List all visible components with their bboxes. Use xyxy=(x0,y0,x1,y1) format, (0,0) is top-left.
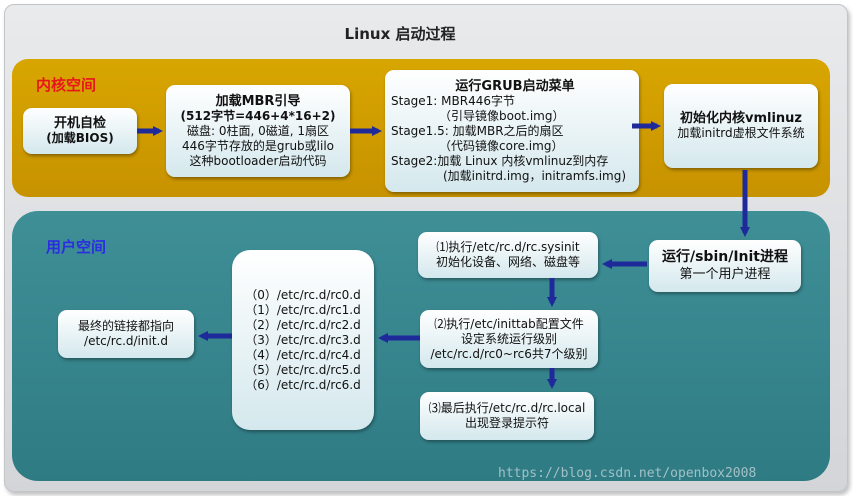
inittab-runlevel: 设定系统运行级别 xyxy=(460,331,557,346)
kernel-space-label: 内核空间 xyxy=(36,76,97,94)
inittab-title: ⑵执行/etc/inittab配置文件 xyxy=(434,316,584,331)
diagram-title: Linux 启动过程 xyxy=(344,25,456,43)
grub-stage1-image: （引导镜像boot.img） xyxy=(439,108,565,123)
sbin-init-title: 运行/sbin/Init进程 xyxy=(661,249,788,265)
grub-box: 运行GRUB启动菜单 Stage1: MBR446字节 （引导镜像boot.im… xyxy=(385,70,639,192)
runlevel-item: （6）/etc/rc.d/rc6.d xyxy=(245,377,361,392)
init-kernel-title: 初始化内核vmlinuz xyxy=(679,111,802,126)
runlevel-item: （1）/etc/rc.d/rc1.d xyxy=(245,302,361,317)
sysinit-box: ⑴执行/etc/rc.d/rc.sysinit 初始化设备、网络、磁盘等 xyxy=(418,232,598,278)
runlevels-box: （0）/etc/rc.d/rc0.d （1）/etc/rc.d/rc1.d （2… xyxy=(232,250,374,430)
runlevel-item: （2）/etc/rc.d/rc2.d xyxy=(245,317,361,332)
init-kernel-desc: 加载initrd虚根文件系统 xyxy=(677,126,805,140)
final-link-box: 最终的链接都指向 /etc/rc.d/init.d xyxy=(58,310,194,358)
runlevel-item: （3）/etc/rc.d/rc3.d xyxy=(245,332,361,347)
rclocal-title: ⑶最后执行/etc/rc.d/rc.local xyxy=(428,401,586,415)
sbin-init-desc: 第一个用户进程 xyxy=(679,267,771,282)
mbr-content: 446字节存放的是grub或lilo xyxy=(181,138,335,153)
mbr-box: 加载MBR引导 (512字节=446+4*16+2) 磁盘: 0柱面, 0磁道,… xyxy=(166,85,350,177)
watermark: https://blog.csdn.net/openbox2008 xyxy=(498,466,757,481)
init-kernel-box: 初始化内核vmlinuz 加载initrd虚根文件系统 xyxy=(664,84,818,168)
final-link-path: /etc/rc.d/init.d xyxy=(84,334,168,348)
post-box: 开机自检 (加载BIOS) xyxy=(23,108,137,154)
rclocal-desc: 出现登录提示符 xyxy=(464,416,549,430)
inittab-levels: /etc/rc.d/rc0~rc6共7个级别 xyxy=(430,346,588,361)
runlevel-item: （5）/etc/rc.d/rc5.d xyxy=(245,362,361,377)
inittab-box: ⑵执行/etc/inittab配置文件 设定系统运行级别 /etc/rc.d/r… xyxy=(420,310,598,368)
mbr-bootloader: 这种bootloader启动代码 xyxy=(189,153,327,168)
grub-stage15: Stage1.5: 加载MBR之后的扇区 xyxy=(391,123,564,138)
sbin-init-box: 运行/sbin/Init进程 第一个用户进程 xyxy=(649,240,801,292)
final-link-title: 最终的链接都指向 xyxy=(77,319,174,333)
grub-title: 运行GRUB启动菜单 xyxy=(455,78,575,94)
sysinit-desc: 初始化设备、网络、磁盘等 xyxy=(435,255,580,269)
post-subtitle: (加载BIOS) xyxy=(46,131,114,145)
post-title: 开机自检 xyxy=(53,116,106,131)
grub-stage15-image: （代码镜像core.img） xyxy=(439,138,564,153)
grub-stage2: Stage2:加载 Linux 内核vmlinuz到内存 xyxy=(391,153,609,168)
sysinit-title: ⑴执行/etc/rc.d/rc.sysinit xyxy=(436,240,580,254)
runlevel-item: （4）/etc/rc.d/rc4.d xyxy=(245,347,361,362)
mbr-title: 加载MBR引导 xyxy=(215,93,301,109)
user-space-label: 用户空间 xyxy=(46,238,107,256)
grub-stage2-images: (加载initrd.img，initramfs.img) xyxy=(443,168,627,183)
mbr-size: (512字节=446+4*16+2) xyxy=(180,108,336,123)
runlevel-item: （0）/etc/rc.d/rc0.d xyxy=(245,287,361,302)
grub-stage1: Stage1: MBR446字节 xyxy=(391,93,515,108)
rclocal-box: ⑶最后执行/etc/rc.d/rc.local 出现登录提示符 xyxy=(420,392,594,440)
mbr-location: 磁盘: 0柱面, 0磁道, 1扇区 xyxy=(186,123,330,138)
